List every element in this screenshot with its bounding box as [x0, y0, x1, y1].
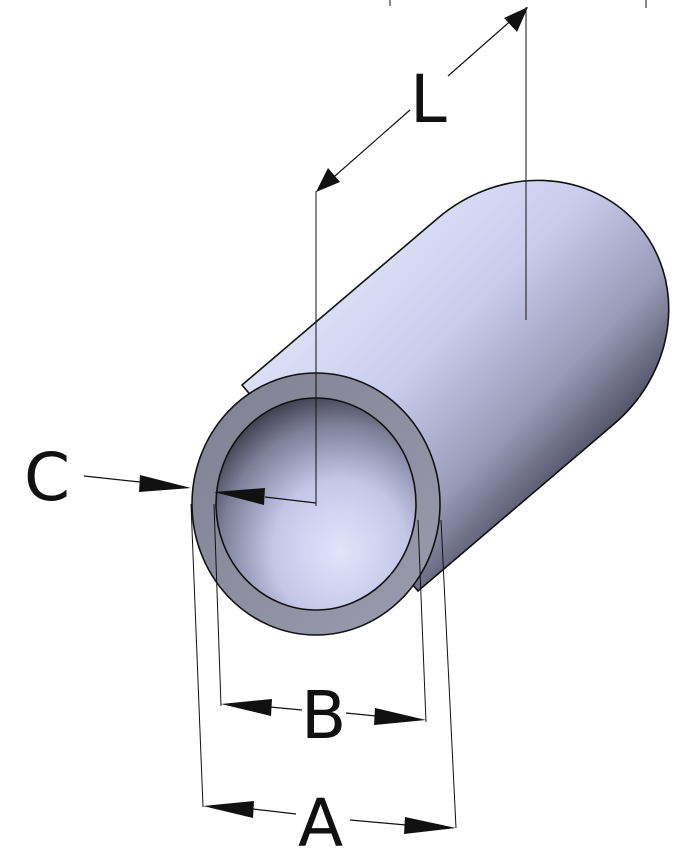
- dimension-length: L: [316, 7, 528, 192]
- extension-outer-right: [440, 519, 457, 829]
- arrowhead-outer-left: [203, 801, 254, 818]
- label-inner-diameter: B: [301, 677, 346, 754]
- arrowhead-wall-inner: [214, 488, 265, 505]
- arrowhead-wall-outer: [139, 475, 191, 492]
- dimension-inner-diameter: B: [213, 503, 427, 754]
- dimension-outer-diameter: A: [190, 503, 457, 850]
- arrowhead-length-end: [504, 7, 528, 32]
- dimension-wall-thickness: C: [24, 439, 317, 516]
- label-outer-diameter: A: [298, 785, 343, 850]
- arrowhead-length-start: [316, 168, 340, 192]
- label-wall-thickness: C: [24, 439, 70, 516]
- extension-inner-right: [417, 519, 427, 723]
- extension-outer-left: [190, 503, 204, 808]
- arrowhead-inner-left: [221, 699, 272, 716]
- label-length: L: [410, 61, 447, 138]
- arrowhead-outer-right: [404, 817, 456, 834]
- extension-inner-left: [213, 503, 222, 707]
- arrowhead-inner-right: [374, 708, 426, 725]
